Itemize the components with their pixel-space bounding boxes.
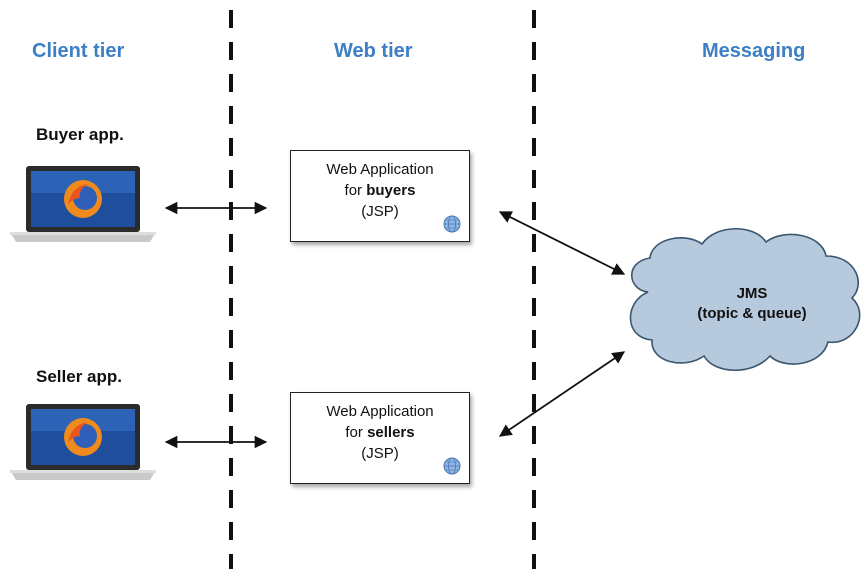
webapp-buyers-title: Web Application xyxy=(326,161,434,178)
globe-icon xyxy=(443,215,461,233)
buyer-laptop-icon xyxy=(10,166,156,242)
buyers-jms-arrow xyxy=(498,211,626,275)
globe-icon xyxy=(443,457,461,475)
webapp-buyers-role: buyers xyxy=(366,182,416,199)
webapp-buyers-tech: (JSP) xyxy=(361,203,399,220)
webapp-sellers-audience: for sellers xyxy=(345,424,415,441)
jms-name: JMS xyxy=(736,285,768,302)
jms-cloud xyxy=(629,227,861,372)
messaging-tier-heading: Messaging xyxy=(702,40,806,62)
webapp-buyers-audience: for buyers xyxy=(344,182,416,199)
seller-app-label: Seller app. xyxy=(36,367,122,386)
webapp-sellers-role: sellers xyxy=(367,424,415,441)
webapp-sellers-title: Web Application xyxy=(326,403,434,420)
jms-description: (topic & queue) xyxy=(697,305,807,322)
sellers-jms-arrow xyxy=(498,351,626,437)
buyer-app-label: Buyer app. xyxy=(36,125,124,144)
webapp-sellers-tech: (JSP) xyxy=(361,445,399,462)
webapp-buyers-box: Web Application for buyers (JSP) xyxy=(290,150,470,242)
jms-label: JMS (topic & queue) xyxy=(668,284,836,324)
seller-laptop-icon xyxy=(10,404,156,480)
web-tier-heading: Web tier xyxy=(334,40,413,62)
webapp-sellers-box: Web Application for sellers (JSP) xyxy=(290,392,470,484)
client-tier-heading: Client tier xyxy=(32,40,125,62)
